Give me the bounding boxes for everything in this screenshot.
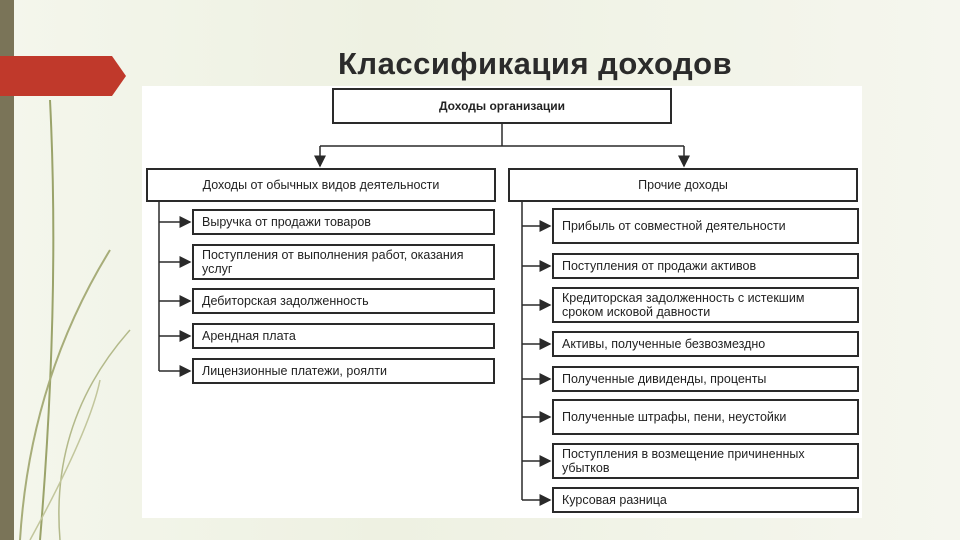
connector-lines [158,124,690,506]
slide-title: Классификация доходов [338,46,733,81]
grass-decoration [19,99,131,540]
left-decor-bar [0,0,14,540]
right-item-3: Кредиторская задолженность с ис­текшим с… [552,287,859,323]
branch-other-income: Прочие доходы [508,168,858,202]
right-item-2: Поступления от продажи активов [552,253,859,279]
right-item-1: Прибыль от совместной деятель­ности [552,208,859,244]
right-item-8: Курсовая разница [552,487,859,513]
right-item-5: Полученные дивиденды, проценты [552,366,859,392]
right-item-6: Полученные штрафы, пени, неус­тойки [552,399,859,435]
left-item-2: Поступления от выполнения работ, оказани… [192,244,495,280]
right-item-4: Активы, полученные безвозмездно [552,331,859,357]
branch-ordinary-income: Доходы от обычных видов деятельности [146,168,496,202]
root-node: Доходы организации [332,88,672,124]
left-item-5: Лицензионные платежи, роялти [192,358,495,384]
red-accent-tab [0,56,126,96]
income-classification-diagram: Доходы организации Доходы от обычных вид… [142,86,862,518]
left-item-4: Арендная плата [192,323,495,349]
right-item-7: Поступления в возмещение причи­ненных уб… [552,443,859,479]
left-item-3: Дебиторская задолженность [192,288,495,314]
left-item-1: Выручка от продажи товаров [192,209,495,235]
